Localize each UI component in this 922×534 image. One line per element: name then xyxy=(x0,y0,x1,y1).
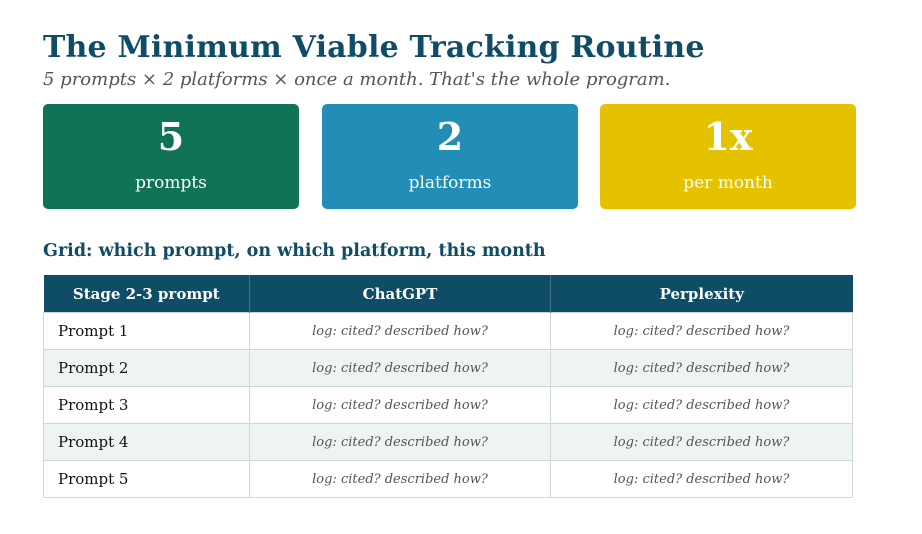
stat-card-value: 2 xyxy=(436,114,464,159)
stat-card-label: prompts xyxy=(135,173,207,193)
page-title: The Minimum Viable Tracking Routine xyxy=(43,30,705,65)
table-row: Prompt 4 log: cited? described how? log:… xyxy=(43,423,853,461)
page-subtitle: 5 prompts × 2 platforms × once a month. … xyxy=(43,69,671,90)
stat-card-platforms: 2 platforms xyxy=(322,104,578,209)
prompt-cell: Prompt 1 xyxy=(43,312,250,350)
grid-header-row: Stage 2-3 prompt ChatGPT Perplexity xyxy=(43,275,853,313)
stat-card-value: 1x xyxy=(703,114,753,159)
chatgpt-log-cell: log: cited? described how? xyxy=(249,460,551,498)
prompt-cell: Prompt 5 xyxy=(43,460,250,498)
column-header-prompt: Stage 2-3 prompt xyxy=(43,275,250,313)
table-row: Prompt 3 log: cited? described how? log:… xyxy=(43,386,853,424)
column-header-chatgpt: ChatGPT xyxy=(249,275,551,313)
table-row: Prompt 1 log: cited? described how? log:… xyxy=(43,312,853,350)
stat-card-value: 5 xyxy=(157,114,185,159)
perplexity-log-cell: log: cited? described how? xyxy=(550,386,853,424)
tracking-grid: Stage 2-3 prompt ChatGPT Perplexity Prom… xyxy=(43,275,853,498)
chatgpt-log-cell: log: cited? described how? xyxy=(249,423,551,461)
perplexity-log-cell: log: cited? described how? xyxy=(550,460,853,498)
perplexity-log-cell: log: cited? described how? xyxy=(550,423,853,461)
table-row: Prompt 5 log: cited? described how? log:… xyxy=(43,460,853,498)
column-header-perplexity: Perplexity xyxy=(550,275,853,313)
chatgpt-log-cell: log: cited? described how? xyxy=(249,312,551,350)
stat-card-label: platforms xyxy=(408,173,492,193)
stat-card-frequency: 1x per month xyxy=(600,104,856,209)
stat-card-prompts: 5 prompts xyxy=(43,104,299,209)
stat-card-label: per month xyxy=(683,173,773,193)
grid-title: Grid: which prompt, on which platform, t… xyxy=(43,241,546,261)
prompt-cell: Prompt 2 xyxy=(43,349,250,387)
perplexity-log-cell: log: cited? described how? xyxy=(550,312,853,350)
prompt-cell: Prompt 4 xyxy=(43,423,250,461)
chatgpt-log-cell: log: cited? described how? xyxy=(249,349,551,387)
chatgpt-log-cell: log: cited? described how? xyxy=(249,386,551,424)
table-row: Prompt 2 log: cited? described how? log:… xyxy=(43,349,853,387)
perplexity-log-cell: log: cited? described how? xyxy=(550,349,853,387)
prompt-cell: Prompt 3 xyxy=(43,386,250,424)
